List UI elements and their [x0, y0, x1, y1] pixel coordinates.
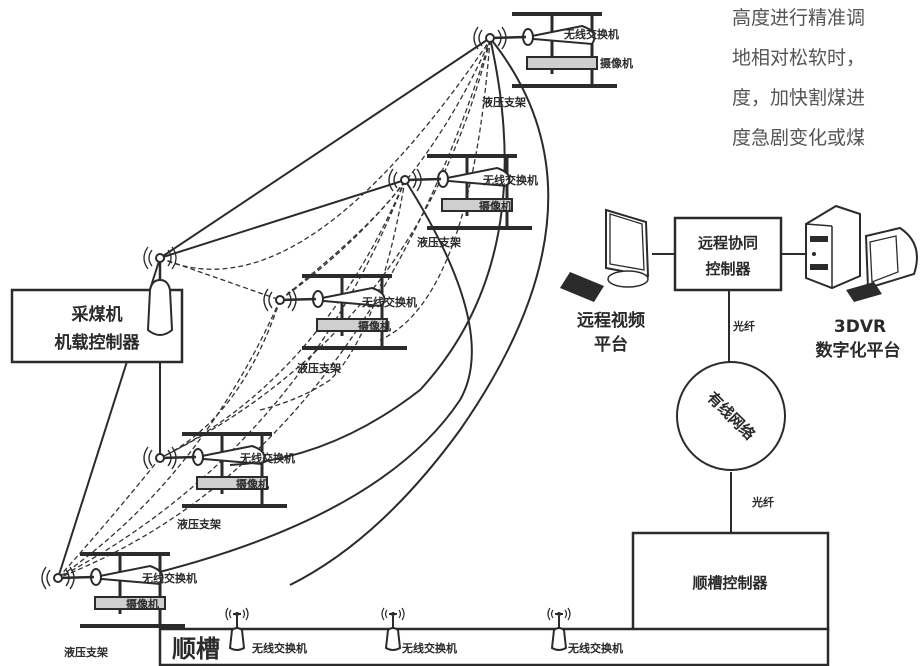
wireless-switch-label: 无线交换机 — [361, 295, 417, 309]
gateway-label: 顺槽 — [172, 635, 220, 663]
hydraulic-support-icon — [387, 154, 534, 230]
crt-monitor-icon — [864, 226, 918, 290]
hydraulic-support-icon — [40, 552, 187, 628]
shearer-antenna-icon — [146, 278, 174, 336]
hydraulic-support-icon — [142, 432, 289, 508]
link-shearer-support1 — [159, 37, 491, 259]
gateway-box — [158, 627, 830, 666]
camera-label: 摄像机 — [236, 477, 269, 491]
dash-link — [57, 39, 491, 579]
wired-network-circle — [676, 361, 786, 471]
wireless-switch-label: 无线交换机 — [141, 571, 197, 585]
gateway-switch-label: 无线交换机 — [567, 641, 623, 655]
dvr-label-line2: 数字化平台 — [816, 340, 901, 361]
keyboard-icon — [560, 272, 604, 302]
shearer-wireless-node — [155, 253, 165, 263]
hydraulic-support-icon — [262, 274, 409, 350]
remote-controller-label-line2: 控制器 — [705, 260, 751, 278]
computer-tower-icon — [805, 204, 861, 290]
paragraph-line: 度急剧变化或煤 — [732, 127, 865, 149]
shearer-controller: 采煤机 机载控制器 — [10, 246, 184, 364]
keyboard-icon — [846, 282, 882, 302]
dash-link — [57, 457, 161, 579]
gate-controller-label: 顺槽控制器 — [692, 574, 768, 592]
dash-link — [159, 39, 491, 270]
camera-label: 摄像机 — [600, 56, 633, 70]
remote-controller-box — [673, 216, 783, 292]
dash-link — [379, 39, 491, 341]
hydraulic-support-3: 无线交换机 摄像机 液压支架 — [262, 274, 417, 375]
fiber-label-bottom: 光纤 — [751, 495, 774, 509]
paragraph-line: 度，加快割煤进 — [732, 87, 865, 109]
wireless-links-dashed — [57, 39, 491, 579]
video-platform-label-line1: 远程视频 — [577, 310, 645, 331]
dash-link — [159, 257, 281, 301]
video-platform-label-line2: 平台 — [594, 334, 628, 355]
support-label: 液压支架 — [297, 361, 341, 375]
curve-support1-gateway — [289, 37, 550, 586]
wireless-switch-label: 无线交换机 — [482, 173, 538, 187]
curve-support1-support4 — [229, 37, 506, 466]
paragraph-line: 高度进行精准调 — [732, 7, 865, 29]
camera-label: 摄像机 — [126, 597, 159, 611]
wireless-switch-label: 无线交换机 — [563, 27, 619, 41]
fiber-label-top: 光纤 — [732, 319, 755, 333]
support-label: 液压支架 — [177, 517, 221, 531]
hydraulic-support-5: 无线交换机 摄像机 液压支架 — [40, 552, 197, 659]
dvr-label-line1: 3DVR — [834, 317, 886, 337]
dash-link — [259, 179, 406, 411]
gateway-road: 顺槽 无线交换机 无线交换机 无线交换机 — [158, 607, 830, 666]
paragraph-line: 地相对松软时， — [732, 47, 865, 69]
gateway-switch-label: 无线交换机 — [251, 641, 307, 655]
link-shearer-support2 — [159, 179, 406, 259]
dash-link — [57, 299, 281, 579]
paragraph-fragment: 高度进行精准调 地相对松软时， 度，加快割煤进 度急剧变化或煤 — [732, 7, 865, 149]
shearer-label-line1: 采煤机 — [71, 304, 123, 325]
gateway-switch-label: 无线交换机 — [401, 641, 457, 655]
camera-label: 摄像机 — [358, 319, 391, 333]
camera-label: 摄像机 — [479, 199, 512, 213]
hydraulic-support-4: 无线交换机 摄像机 液压支架 — [142, 432, 295, 531]
shearer-label-line2: 机载控制器 — [55, 332, 141, 353]
wireless-signal-icon — [143, 246, 177, 270]
wireless-switch-label: 无线交换机 — [239, 451, 295, 465]
hydraulic-support-1: 无线交换机 摄像机 液压支架 — [472, 12, 633, 109]
hydraulic-support-2: 无线交换机 摄像机 液压支架 — [387, 154, 538, 249]
remote-controller-label-line1: 远程协同 — [698, 234, 758, 252]
support-label: 液压支架 — [482, 95, 526, 109]
support-label: 液压支架 — [417, 235, 461, 249]
monitor-icon — [605, 208, 650, 288]
remote-section: 远程协同 控制器 远程视频 平台 3DVR 数字化平台 光纤 有线网络 — [560, 204, 918, 632]
dash-link — [159, 39, 491, 459]
support-label: 液压支架 — [64, 645, 108, 659]
hydraulic-support-icon — [472, 12, 619, 88]
dash-link — [57, 179, 406, 579]
dash-link — [279, 39, 491, 301]
curve-support2-support5 — [134, 179, 473, 579]
